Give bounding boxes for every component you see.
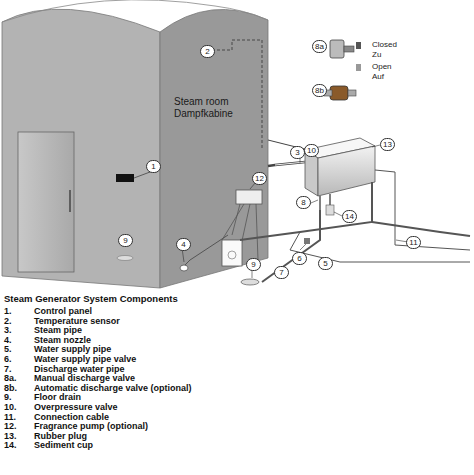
list-title: Steam Generator System Components xyxy=(4,293,178,304)
list-number: 1. xyxy=(4,306,12,316)
callout-number: 8 xyxy=(296,196,311,209)
callout-number: 7 xyxy=(274,266,289,279)
callout-number: 14 xyxy=(342,210,357,223)
callout-number: 10 xyxy=(304,144,319,157)
list-number: 3. xyxy=(4,325,12,335)
list-number: 13. xyxy=(4,431,17,441)
callout-number: 3 xyxy=(290,146,305,159)
callout-number: 13 xyxy=(380,138,395,151)
list-number: 7. xyxy=(4,364,12,374)
list-number: 12. xyxy=(4,421,17,431)
callout-number: 9 xyxy=(246,258,261,271)
callout-number: 6 xyxy=(292,252,307,265)
list-item: Rubber plug xyxy=(34,431,87,441)
list-item: Steam pipe xyxy=(34,325,82,335)
list-item: Fragrance pump (optional) xyxy=(34,421,148,431)
room-label: Steam room Dampfkabine xyxy=(174,96,236,120)
callout-number: 4 xyxy=(176,238,191,251)
list-item: Control panel xyxy=(34,306,92,316)
callout-number: 9 xyxy=(118,234,133,247)
callout-number: 8b xyxy=(312,84,327,97)
list-item: Connection cable xyxy=(34,412,109,422)
callout-number: 2 xyxy=(200,45,215,58)
list-item: Steam nozzle xyxy=(34,335,91,345)
callout-number: 12 xyxy=(252,172,267,185)
list-item: Discharge water pipe xyxy=(34,364,125,374)
callout-number: 5 xyxy=(318,257,333,270)
list-item: Manual discharge valve xyxy=(34,373,135,383)
list-number: 11. xyxy=(4,412,16,422)
valve-state-label: Open xyxy=(372,62,392,71)
list-item: Water supply pipe xyxy=(34,344,111,354)
list-number: 2. xyxy=(4,316,12,326)
list-item: Floor drain xyxy=(34,392,81,402)
list-item: Water supply pipe valve xyxy=(34,354,136,364)
callout-number: 1 xyxy=(146,160,161,173)
list-number: 8b. xyxy=(4,383,17,393)
callout-number: 11 xyxy=(406,236,421,249)
list-number: 4. xyxy=(4,335,12,345)
list-number: 14. xyxy=(4,440,17,450)
list-number: 6. xyxy=(4,354,12,364)
valve-state-label: Auf xyxy=(372,72,384,81)
callout-number: 8a xyxy=(312,40,327,53)
list-item: Automatic discharge valve (optional) xyxy=(34,383,192,393)
valve-state-label: Zu xyxy=(372,50,381,59)
steam-room: Steam room Dampfkabine xyxy=(0,0,268,288)
list-number: 9. xyxy=(4,392,12,402)
list-number: 8a. xyxy=(4,373,17,383)
valve-state-label: Closed xyxy=(372,40,397,49)
list-item: Overpressure valve xyxy=(34,402,118,412)
list-item: Sediment cup xyxy=(34,440,93,450)
list-number: 5. xyxy=(4,344,12,354)
list-item: Temperature sensor xyxy=(34,316,120,326)
list-number: 10. xyxy=(4,402,17,412)
